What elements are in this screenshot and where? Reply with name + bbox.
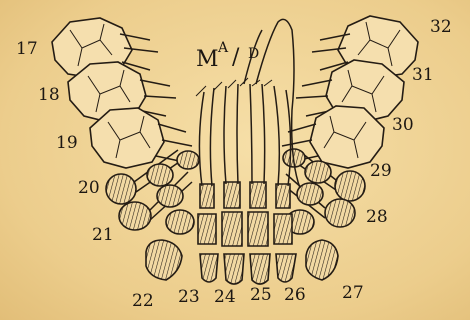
label-20: 20 [78,178,100,198]
canine-22 [146,240,182,280]
label-30: 30 [392,115,414,135]
incisor-23 [200,254,218,282]
label-24: 24 [214,287,236,307]
incisor-26 [276,254,296,282]
developing-incisors [198,182,292,246]
canine-27 [306,240,338,280]
label-32: 32 [430,17,452,37]
label-27: 27 [342,283,364,303]
label-29: 29 [370,161,392,181]
label-17: 17 [16,39,38,59]
title-superscript: A [217,40,229,56]
label-19: 19 [56,133,78,153]
label-26: 26 [284,285,306,305]
incisor-24 [224,254,244,284]
label-23: 23 [178,287,200,307]
title-slash: / [232,45,240,70]
label-31: 31 [412,65,434,85]
label-18: 18 [38,85,60,105]
label-21: 21 [92,225,114,245]
intermediate-teeth-left [147,151,199,234]
incisor-25 [250,254,270,284]
label-22: 22 [132,291,154,311]
label-28: 28 [366,207,388,227]
title-main: M [196,47,219,72]
title-sub: D [248,46,259,62]
diagram-title: M A / D [196,40,259,72]
label-25: 25 [250,285,272,305]
